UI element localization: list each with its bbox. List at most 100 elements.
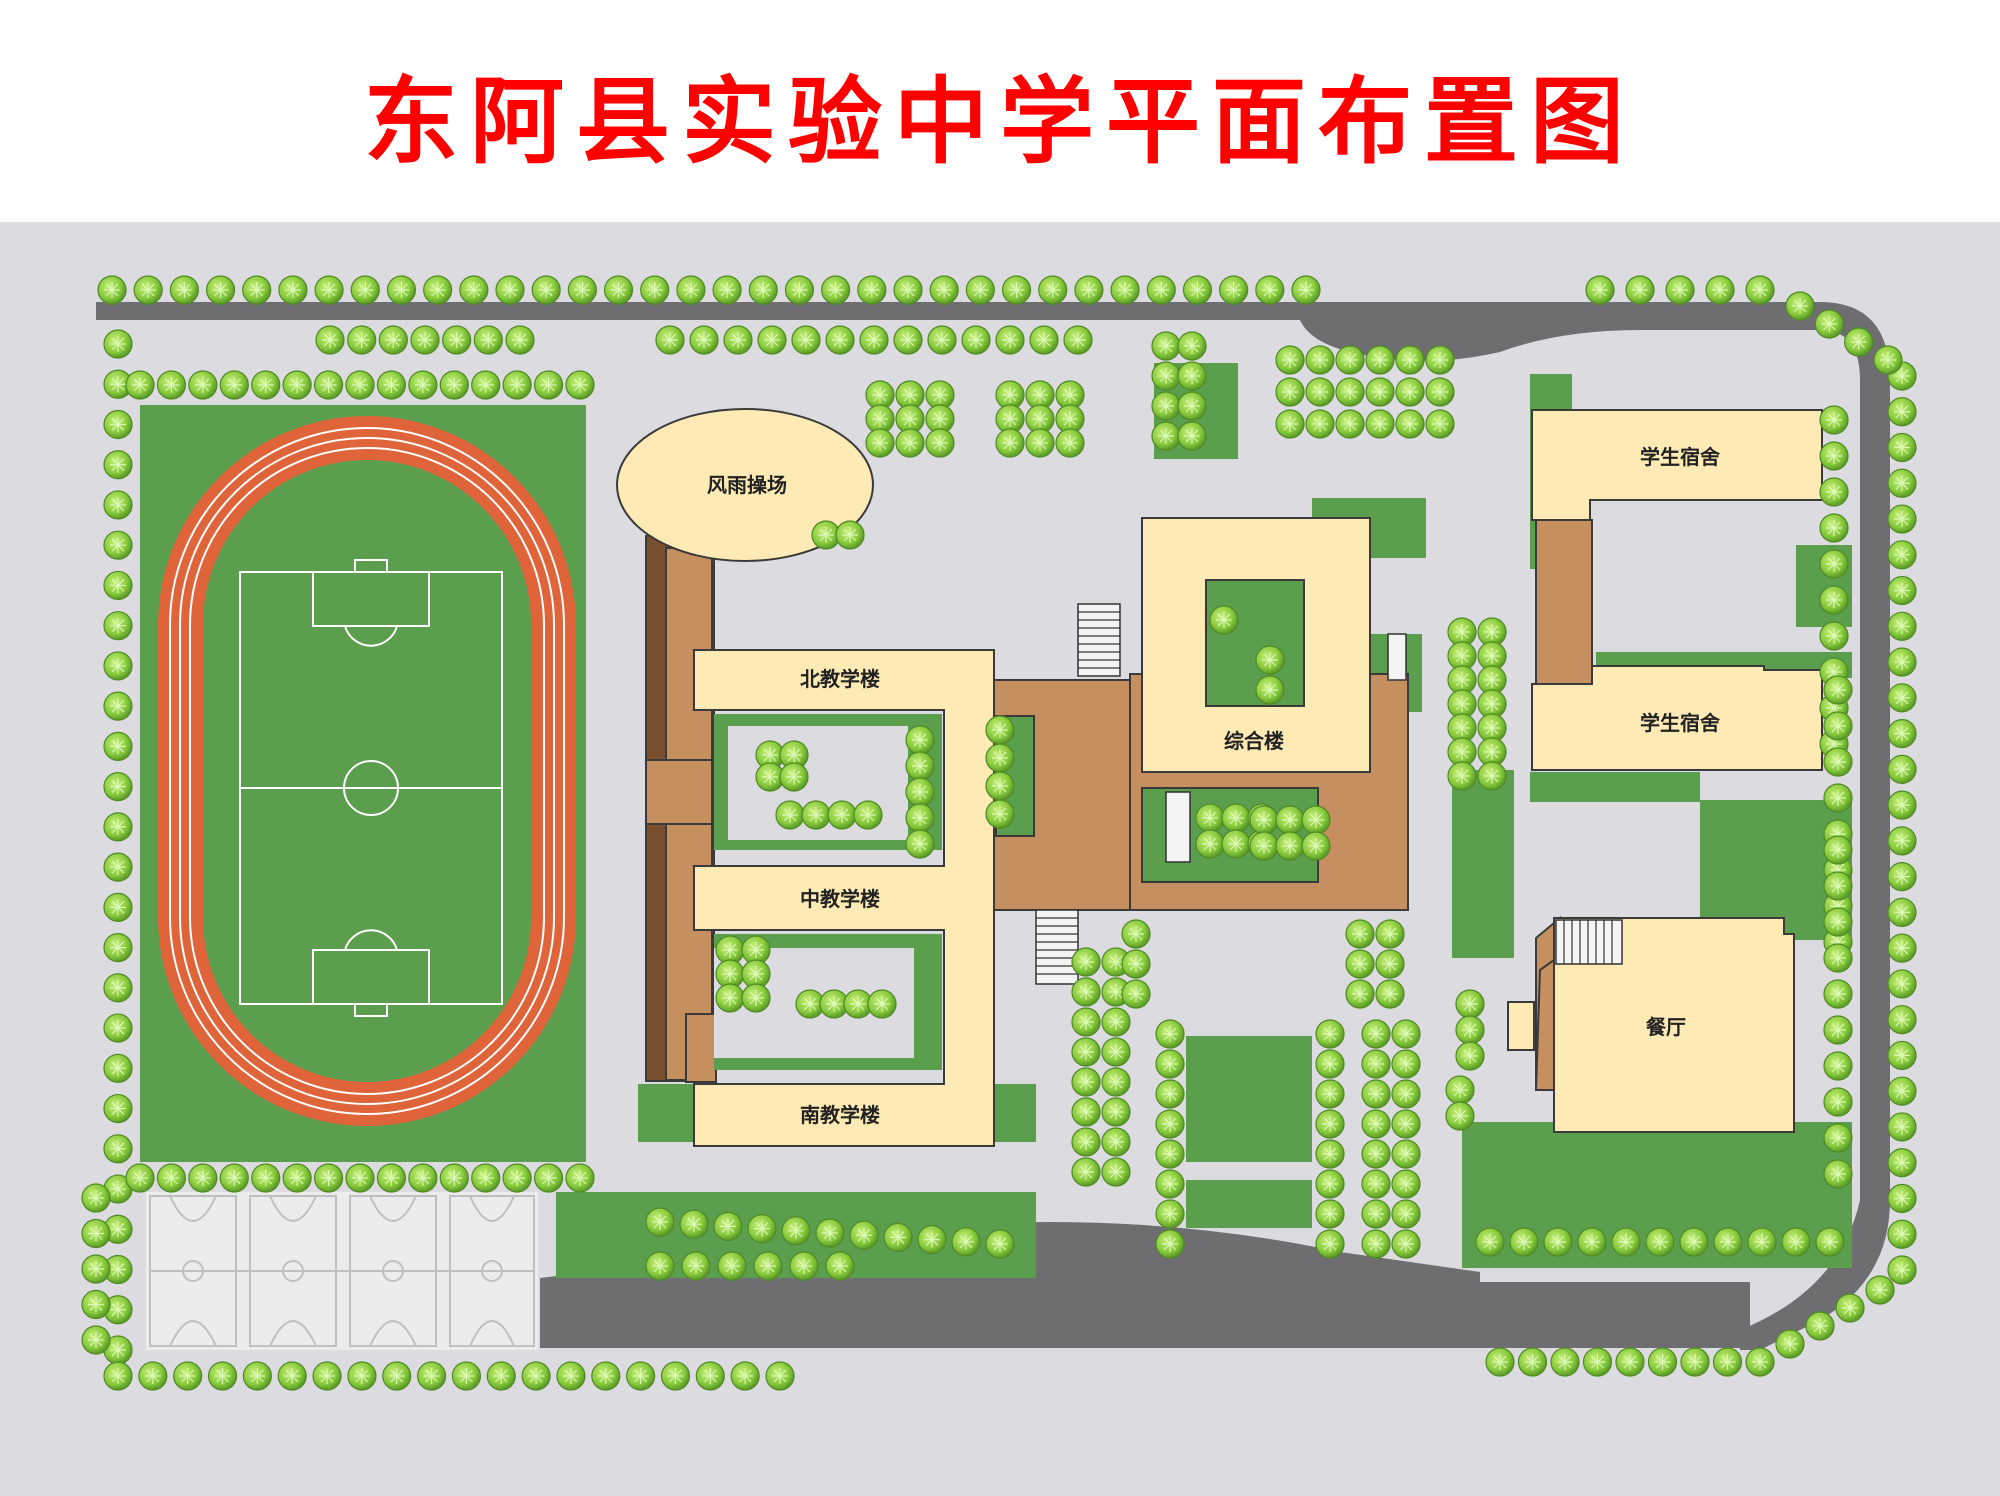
tree-icon xyxy=(382,1361,412,1391)
tree-icon xyxy=(1101,1067,1131,1097)
tree-icon xyxy=(103,450,133,480)
tree-icon xyxy=(1071,1097,1101,1127)
tree-icon xyxy=(1301,831,1331,861)
tree-icon xyxy=(1823,711,1853,741)
tree-icon xyxy=(1275,805,1305,835)
tree-icon xyxy=(1819,405,1849,435)
tree-icon xyxy=(1887,933,1917,963)
tree-icon xyxy=(81,1218,111,1249)
tree-icon xyxy=(905,751,935,781)
tree-icon xyxy=(1887,575,1917,606)
tree-icon xyxy=(681,1251,711,1281)
tree-icon xyxy=(640,275,670,305)
tree-icon xyxy=(1550,1347,1580,1377)
tree-icon xyxy=(376,1163,407,1193)
tree-icon xyxy=(1071,1067,1101,1097)
tree-icon xyxy=(765,1361,795,1391)
tree-icon xyxy=(1585,275,1615,305)
tree-icon xyxy=(1475,1227,1505,1257)
tree-icon xyxy=(1221,803,1251,833)
tree-icon xyxy=(849,1220,879,1250)
map-title: 东阿县实验中学平面布置图 xyxy=(363,68,1636,177)
tree-icon xyxy=(1315,1199,1345,1229)
tree-icon xyxy=(825,325,855,355)
tree-icon xyxy=(408,1163,438,1193)
tree-icon xyxy=(1177,391,1207,421)
tree-icon xyxy=(1485,1347,1515,1377)
tree-icon xyxy=(893,275,923,305)
tree-icon xyxy=(1275,345,1305,375)
tree-icon xyxy=(1887,397,1917,427)
tree-icon xyxy=(1823,1015,1853,1045)
tree-icon xyxy=(1887,826,1917,856)
tree-icon xyxy=(1887,611,1917,641)
tree-icon xyxy=(905,777,935,807)
tree-icon xyxy=(173,1361,203,1391)
tree-icon xyxy=(1151,391,1181,421)
pavilion-label: 风雨操场 xyxy=(707,473,787,497)
tree-icon xyxy=(1219,275,1249,305)
tree-icon xyxy=(1425,377,1455,407)
tree-icon xyxy=(1395,409,1425,439)
tree-icon xyxy=(825,1251,855,1281)
tree-icon xyxy=(1823,943,1853,973)
south-teaching-label: 南教学楼 xyxy=(800,1103,880,1127)
tree-icon xyxy=(313,1163,344,1193)
tree-icon xyxy=(103,1361,133,1391)
tree-icon xyxy=(1151,331,1181,361)
tree-icon xyxy=(1391,1169,1421,1199)
tree-icon xyxy=(1887,1183,1917,1214)
tree-icon xyxy=(312,1361,342,1391)
tree-icon xyxy=(1335,377,1365,407)
tree-icon xyxy=(103,329,133,359)
tree-icon xyxy=(1887,432,1917,463)
tree-icon xyxy=(1823,871,1853,901)
tree-icon xyxy=(1155,1049,1185,1079)
tree-icon xyxy=(905,829,935,859)
tree-icon xyxy=(205,275,236,305)
tree-icon xyxy=(1425,345,1455,375)
tree-icon xyxy=(251,1163,281,1193)
tree-icon xyxy=(1391,1199,1421,1229)
tree-icon xyxy=(103,892,133,922)
tree-icon xyxy=(251,370,281,400)
tree-icon xyxy=(156,1163,187,1193)
tree-icon xyxy=(103,651,133,681)
tree-icon xyxy=(917,1224,947,1255)
tree-icon xyxy=(1823,675,1853,705)
dorm-south-label: 学生宿舍 xyxy=(1640,711,1721,735)
tree-icon xyxy=(219,1163,249,1193)
tree-icon xyxy=(1029,325,1059,355)
tree-icon xyxy=(985,743,1015,773)
tree-icon xyxy=(655,325,685,355)
tree-icon xyxy=(905,725,935,755)
tree-icon xyxy=(1785,291,1815,321)
tree-icon xyxy=(188,1163,218,1193)
tree-icon xyxy=(603,275,634,305)
tree-icon xyxy=(1345,949,1375,979)
tree-icon xyxy=(1517,1347,1548,1377)
tree-icon xyxy=(1887,1005,1917,1035)
tree-icon xyxy=(1823,979,1853,1009)
tree-icon xyxy=(1255,645,1285,675)
tree-icon xyxy=(533,1163,564,1193)
tree-icon xyxy=(1823,1159,1853,1189)
complex-label: 综合楼 xyxy=(1224,729,1284,753)
tree-icon xyxy=(827,800,857,830)
tree-icon xyxy=(1819,513,1849,543)
tree-icon xyxy=(859,325,889,355)
tree-icon xyxy=(927,325,957,355)
tree-icon xyxy=(1155,1139,1185,1169)
tree-icon xyxy=(81,1325,111,1355)
tree-icon xyxy=(1305,409,1335,439)
teaching-building-complex xyxy=(693,649,995,1147)
tree-icon xyxy=(1375,979,1405,1009)
tree-icon xyxy=(278,275,308,305)
tree-icon xyxy=(723,325,753,355)
tree-icon xyxy=(188,370,218,400)
tree-icon xyxy=(713,1211,743,1242)
tree-icon xyxy=(565,370,595,400)
tree-icon xyxy=(1445,1101,1475,1131)
tree-icon xyxy=(1582,1347,1613,1377)
tree-icon xyxy=(1365,409,1395,439)
